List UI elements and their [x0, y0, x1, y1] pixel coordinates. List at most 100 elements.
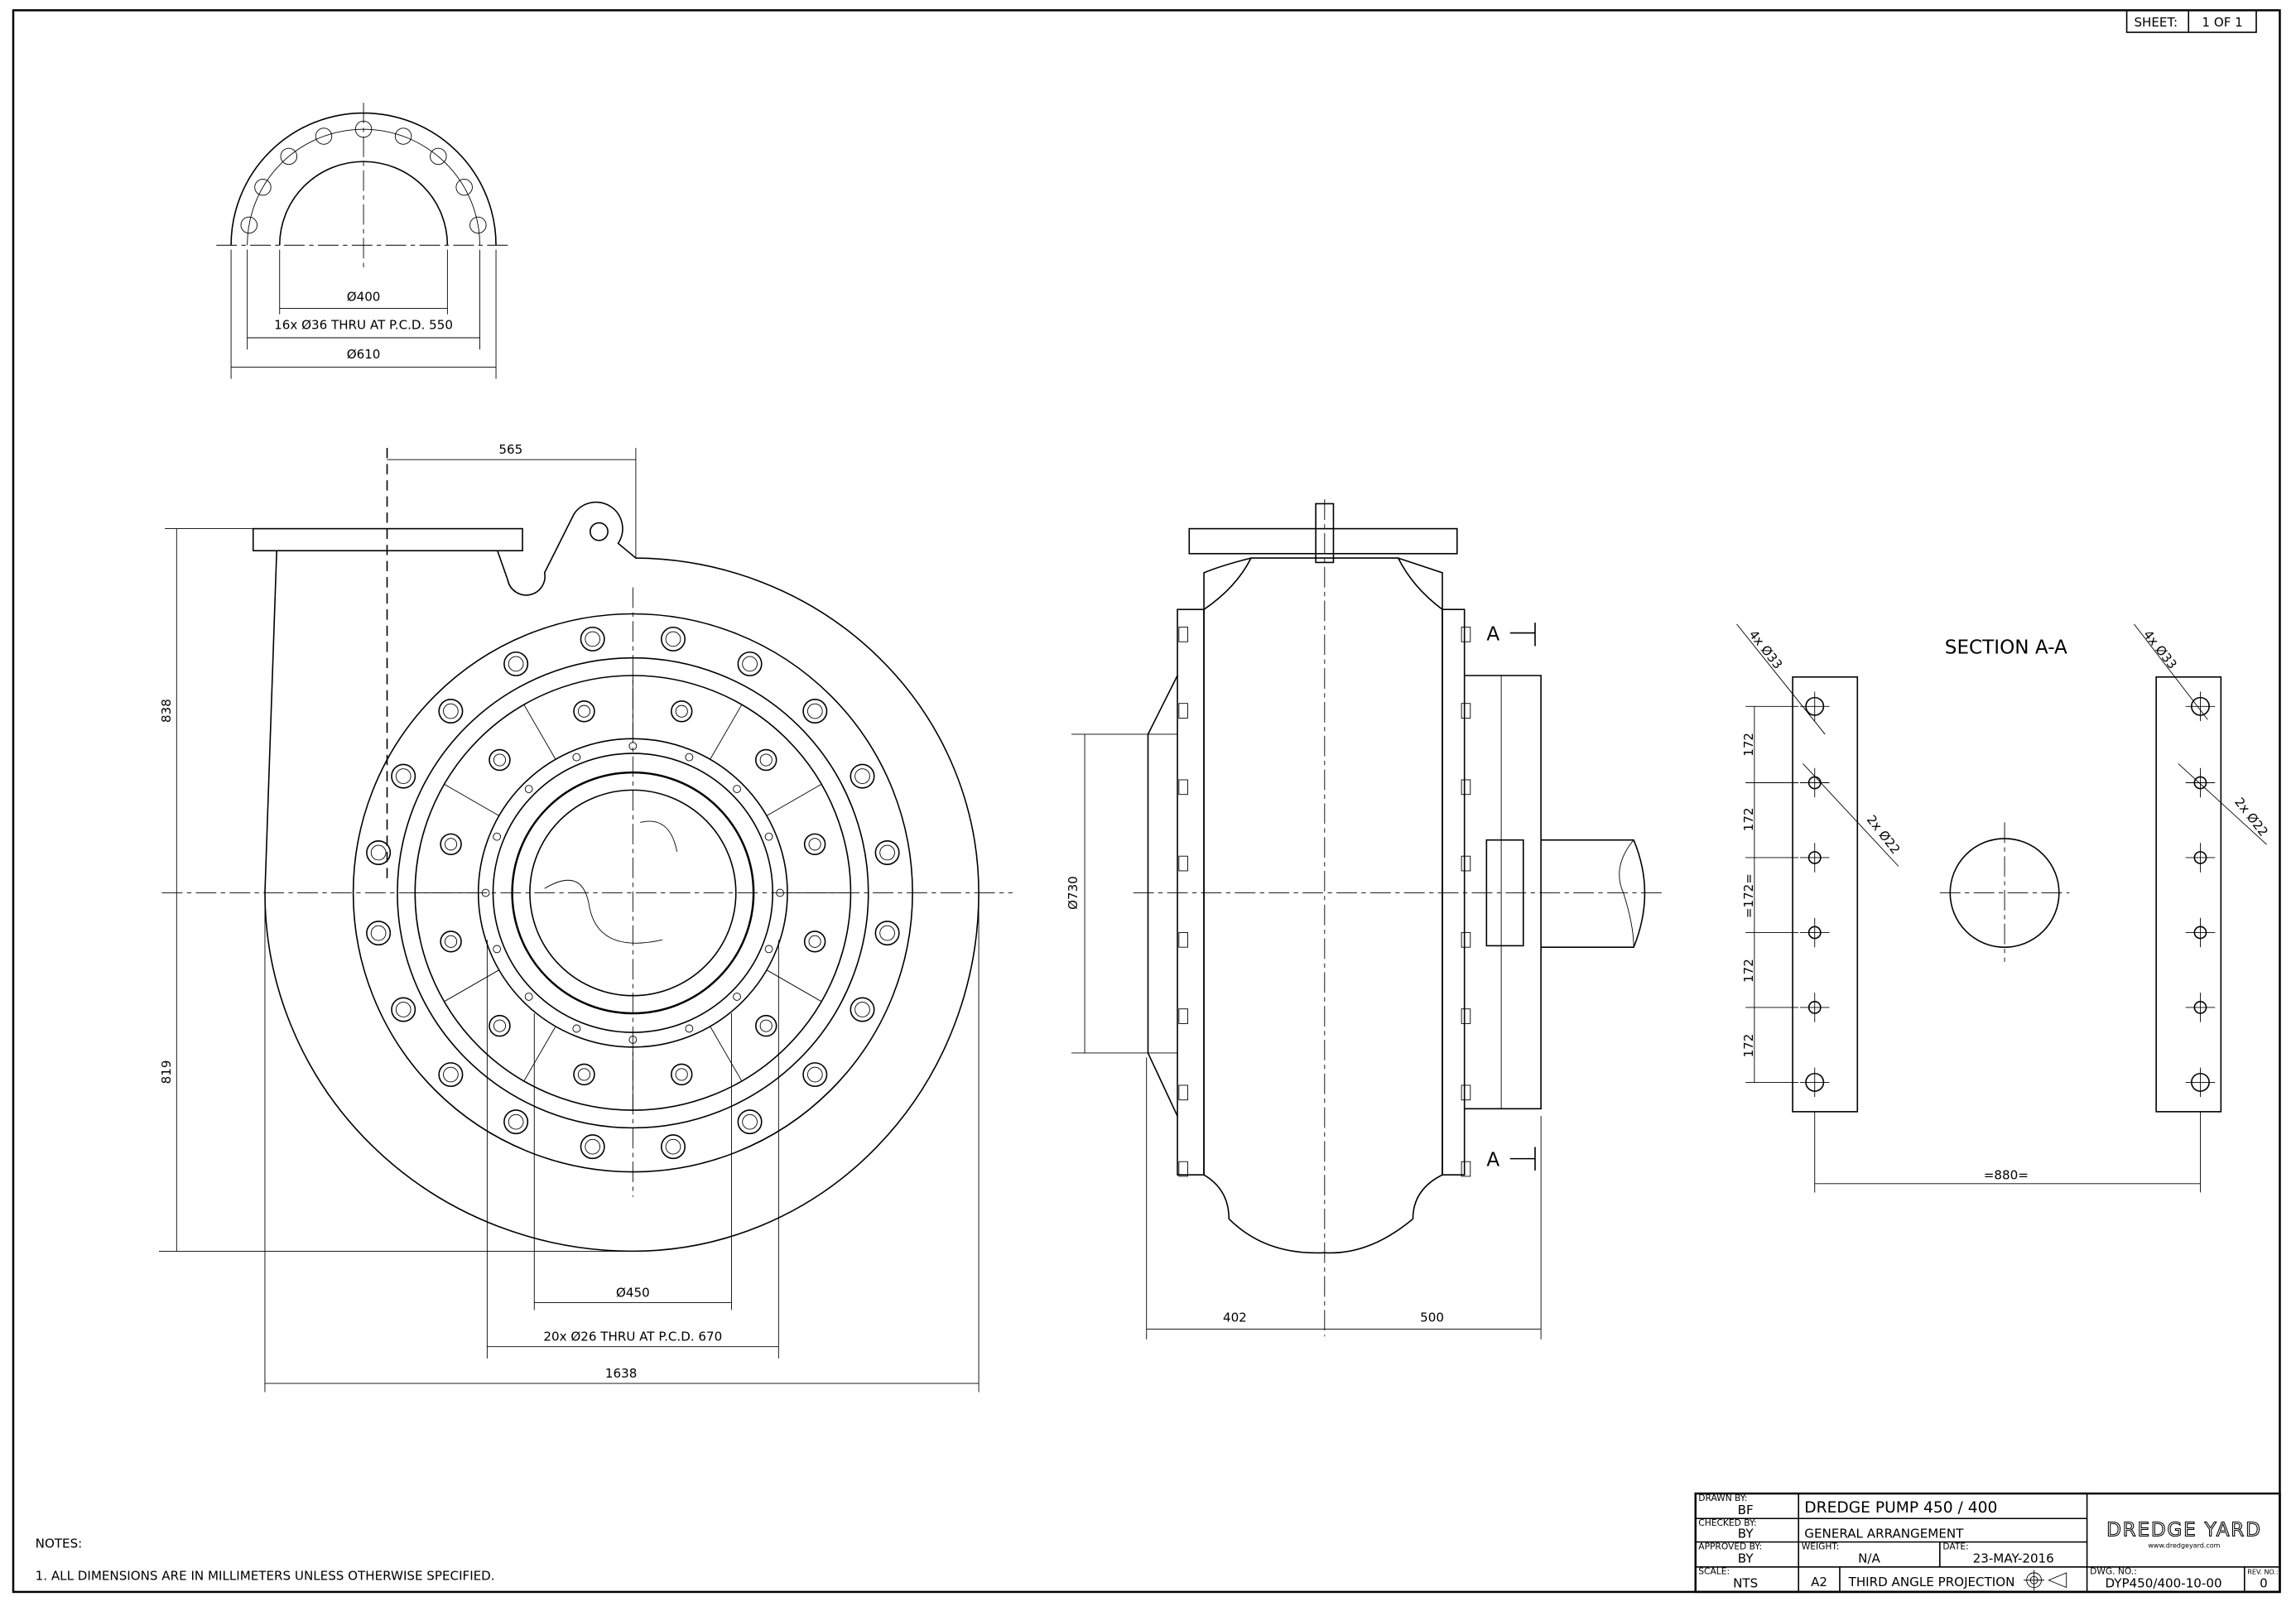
pump-side-view: Ø730 402 500 A A	[1066, 499, 1663, 1339]
dwg-no-label: DWG. NO.:	[2090, 1566, 2137, 1577]
outer-bolt	[737, 651, 763, 676]
outer-bolt-nut	[665, 631, 681, 647]
section-title: SECTION A-A	[1945, 637, 2067, 658]
inner-bolt	[573, 1063, 595, 1086]
outer-bolt-nut	[879, 925, 895, 941]
dredge-yard-logo: DREDGE YARD	[2106, 1520, 2262, 1541]
sheet-size: A2	[1811, 1575, 1827, 1589]
inner-bolt	[440, 833, 462, 855]
side-bolt	[1178, 932, 1188, 948]
inner-bolt-nut	[493, 1019, 507, 1032]
scale: NTS	[1733, 1576, 1758, 1591]
spoke	[444, 969, 499, 1003]
outer-bolt	[366, 921, 392, 946]
website: www.dredgeyard.com	[2148, 1542, 2220, 1550]
outer-bolt-nut	[443, 703, 459, 719]
inner-bolt-nut	[445, 935, 458, 948]
dim-402: 402	[1223, 1310, 1247, 1325]
bolt-hole	[240, 216, 258, 234]
pump-front-view: 565 838 819 Ø450 20x Ø26 THRU AT P.C.D. …	[158, 442, 1013, 1392]
side-bolt	[1178, 855, 1188, 872]
checked-by: BY	[1738, 1526, 1754, 1541]
spoke	[766, 969, 822, 1003]
inner-bolt	[489, 1014, 511, 1037]
outer-bolt-nut	[585, 631, 601, 647]
drawing-title: DREDGE PUMP 450 / 400	[1804, 1499, 1997, 1517]
inner-bolt-nut	[675, 1068, 688, 1081]
outer-bolt	[438, 699, 464, 724]
hub-hole	[685, 1024, 694, 1033]
outer-bolt-nut	[806, 1066, 823, 1083]
inner-bolt	[754, 748, 777, 772]
side-bolt	[1178, 779, 1188, 796]
bolt-hole	[469, 216, 487, 234]
outer-bolt	[802, 1062, 828, 1088]
side-bolt	[1461, 855, 1471, 872]
outer-bolt	[391, 997, 416, 1022]
scale-label: SCALE:	[1698, 1566, 1730, 1577]
inner-bolt	[670, 700, 693, 723]
inner-bolt-nut	[808, 935, 821, 948]
dim-side-diameter: Ø730	[1066, 876, 1081, 910]
dim-inner-diameter: Ø400	[347, 290, 381, 305]
spoke	[710, 704, 743, 760]
outer-bolt-nut	[742, 656, 758, 672]
dim-bolt-pattern: 20x Ø26 THRU AT P.C.D. 670	[543, 1330, 722, 1344]
inner-bolt-nut	[675, 705, 688, 718]
hub-hole	[628, 1036, 638, 1044]
hub-hole	[493, 832, 502, 841]
section-a-a-view: SECTION A-A =880= 4x Ø33 4x Ø33 2x Ø22 2…	[1736, 623, 2271, 1193]
pitch-dim: 172	[1741, 733, 1756, 757]
outer-bolt	[366, 839, 392, 865]
pitch-dim: 172	[1741, 959, 1756, 983]
hub-hole	[764, 832, 773, 841]
outer-bolt-nut	[508, 1113, 524, 1130]
inner-bolt	[489, 748, 511, 772]
outer-bolt	[850, 997, 875, 1022]
outer-bolt-nut	[585, 1138, 601, 1155]
weight: N/A	[1858, 1551, 1880, 1565]
section-mark-bottom: A	[1486, 1150, 1499, 1171]
side-bolt	[1461, 1161, 1471, 1177]
outer-bolt	[874, 921, 900, 946]
dwg-no: DYP450/400-10-00	[2105, 1576, 2221, 1591]
date: 23-MAY-2016	[1973, 1551, 2054, 1565]
outer-bolt-nut	[854, 768, 870, 784]
dim-880: =880=	[1984, 1167, 2029, 1182]
outer-bolt-nut	[395, 1002, 412, 1017]
sheet-value: 1 OF 1	[2202, 15, 2242, 30]
spoke	[523, 1026, 556, 1082]
outer-bolt	[438, 1062, 464, 1088]
hub-hole	[524, 993, 533, 1001]
outer-bolt-nut	[879, 844, 895, 861]
rev-label: REV. NO.:	[2247, 1569, 2278, 1576]
drawing-subtitle: GENERAL ARRANGEMENT	[1804, 1526, 1964, 1541]
outer-bolt	[737, 1109, 763, 1135]
rev: 0	[2260, 1576, 2268, 1591]
hub-hole	[493, 945, 502, 954]
side-bolt	[1178, 1084, 1188, 1101]
pitch-dim: 172	[1741, 1034, 1756, 1058]
hub-hole	[776, 888, 784, 897]
leader-4x-33-right: 4x Ø33	[2140, 628, 2180, 672]
approved-by-label: APPROVED BY:	[1698, 1541, 1762, 1552]
outer-bolt	[850, 763, 875, 789]
bolt-hole	[354, 120, 373, 138]
title-block: DRAWN BY: BF CHECKED BY: BY APPROVED BY:…	[1694, 1492, 2281, 1594]
outer-bolt-nut	[508, 656, 524, 672]
weight-label: WEIGHT:	[1802, 1541, 1840, 1552]
side-bolt	[1461, 1084, 1471, 1101]
third-angle-projection-icon	[2024, 1570, 2067, 1591]
side-bolt	[1461, 627, 1471, 642]
inner-bolt	[803, 931, 826, 953]
side-bolt	[1178, 1008, 1188, 1024]
inner-bolt	[440, 931, 462, 953]
inner-bolt-nut	[577, 705, 591, 718]
hub-hole	[733, 785, 741, 793]
drawn-by-label: DRAWN BY:	[1698, 1493, 1747, 1503]
bolt-hole	[430, 147, 447, 166]
hub-hole	[764, 945, 773, 954]
dim-500: 500	[1420, 1310, 1444, 1325]
inner-bolt-nut	[577, 1068, 591, 1081]
